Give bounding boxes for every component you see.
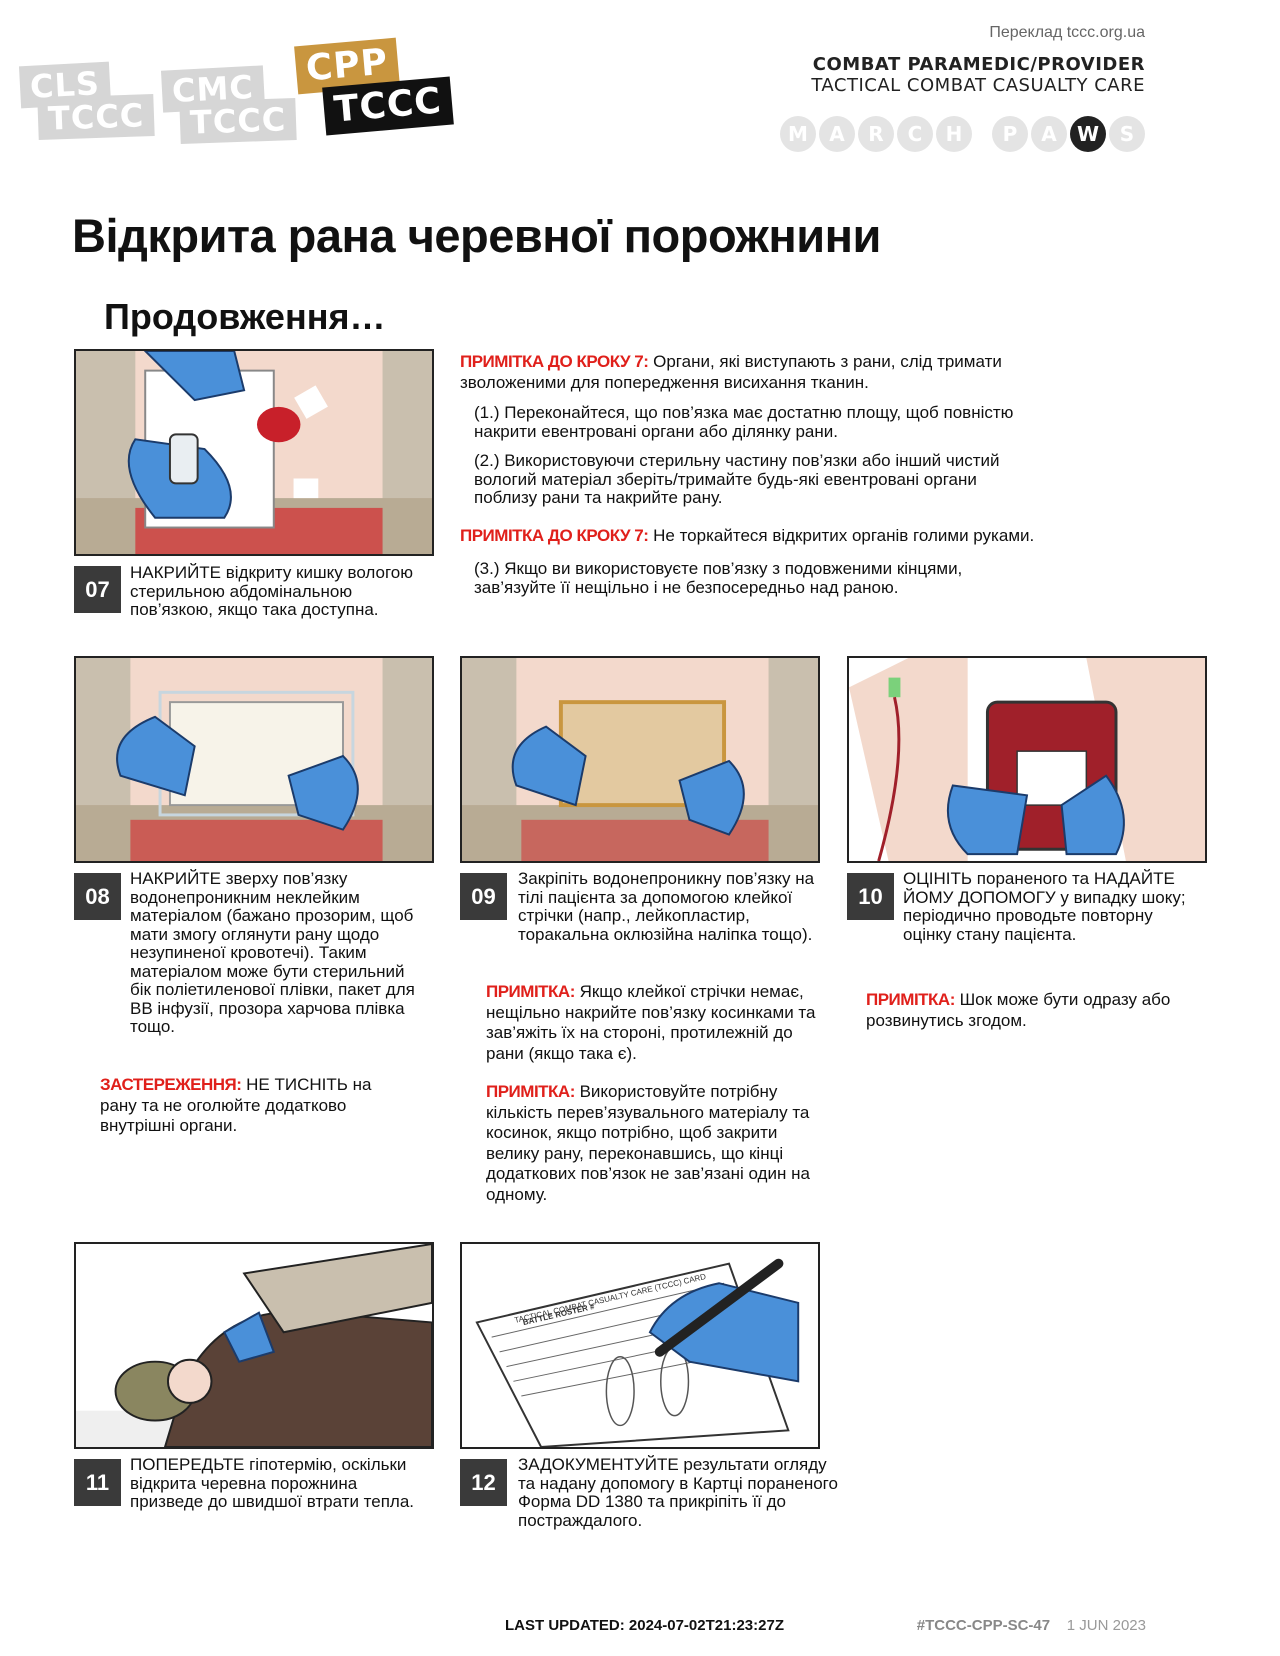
- note-label: ПРИМІТКА ДО КРОКУ 7:: [460, 526, 649, 545]
- step10-number: 10: [847, 873, 894, 920]
- last-updated: LAST UPDATED: 2024-07-02T21:23:27Z: [505, 1617, 784, 1634]
- cmc-tccc-badge: CMC TCCC: [160, 64, 302, 145]
- step12-text: ЗАДОКУМЕНТУЙТЕ результати огляду та нада…: [518, 1455, 838, 1530]
- note-label: ПРИМІТКА:: [486, 1082, 575, 1101]
- step8-text: НАКРИЙТЕ зверху пов’язку водонепроникним…: [130, 869, 415, 1036]
- step9-text: Закріпіть водонепроникну пов’язку на тіл…: [518, 869, 815, 944]
- step7-note-2: ПРИМІТКА ДО КРОКУ 7: Не торкайтеся відкр…: [460, 526, 1160, 547]
- march-h: H: [936, 116, 972, 152]
- date: 1 JUN 2023: [1066, 1617, 1146, 1634]
- step7-note-1: ПРИМІТКА ДО КРОКУ 7: Органи, які виступа…: [460, 352, 1070, 393]
- march-paws-indicator: M A R C H P A W S: [780, 116, 1145, 152]
- document-code: #TCCC-CPP-SC-47 1 JUN 2023: [917, 1617, 1146, 1634]
- warning-label: ЗАСТЕРЕЖЕННЯ:: [100, 1075, 242, 1094]
- step11-text: ПОПЕРЕДЬТЕ гіпотермію, оскільки відкрита…: [130, 1455, 415, 1511]
- note-label: ПРИМІТКА:: [486, 982, 575, 1001]
- step10-text: ОЦІНІТЬ пораненого та НАДАЙТЕ ЙОМУ ДОПОМ…: [903, 869, 1186, 944]
- note-text: Органи, які виступають з рани, слід трим…: [460, 352, 1002, 392]
- march-m: M: [780, 116, 816, 152]
- paws-w-active: W: [1070, 116, 1106, 152]
- march-a: A: [819, 116, 855, 152]
- warning-text: НЕ ТИСНІТЬ на рану та не оголюйте додатк…: [100, 1075, 372, 1135]
- step9-number: 09: [460, 873, 507, 920]
- step7-sub-3: (3.) Якщо ви використовуєте пов’язку з п…: [474, 559, 963, 597]
- step9-note-1: ПРИМІТКА: Якщо клейкої стрічки немає, не…: [486, 982, 816, 1064]
- note-text: Використовуйте потрібну кількість перев’…: [486, 1082, 810, 1204]
- note-text: Якщо клейкої стрічки немає, нещільно нак…: [486, 982, 816, 1063]
- paws-s: S: [1109, 116, 1145, 152]
- step12-illustration: TACTICAL COMBAT CASUALTY CARE (TCCC) CAR…: [460, 1242, 820, 1449]
- paws-p: P: [992, 116, 1028, 152]
- code: #TCCC-CPP-SC-47: [916, 1617, 1051, 1634]
- step8-illustration: [74, 656, 434, 863]
- march-r: R: [858, 116, 894, 152]
- step7-number: 07: [74, 566, 121, 613]
- step9-illustration: [460, 656, 820, 863]
- translation-credit: Переклад tccc.org.ua: [989, 24, 1145, 41]
- badge-bottom: TCCC: [322, 76, 454, 136]
- cpp-tccc-badge: CPP TCCC: [294, 37, 454, 142]
- step7-sub-2: (2.) Використовуючи стерильну частину по…: [474, 451, 1000, 507]
- note-label: ПРИМІТКА:: [866, 990, 955, 1009]
- step9-note-2: ПРИМІТКА: Використовуйте потрібну кількі…: [486, 1082, 826, 1205]
- step10-note: ПРИМІТКА: Шок може бути одразу або розви…: [866, 990, 1196, 1031]
- step12-number: 12: [460, 1459, 507, 1506]
- step7-illustration: [74, 349, 434, 556]
- page-subtitle: Продовження…: [104, 296, 386, 337]
- badge-bottom: TCCC: [37, 93, 155, 141]
- org-line-2: TACTICAL COMBAT CASUALTY CARE: [811, 75, 1145, 96]
- note-text: Не торкайтеся відкритих органів голими р…: [648, 526, 1035, 545]
- step8-warning: ЗАСТЕРЕЖЕННЯ: НЕ ТИСНІТЬ на рану та не о…: [100, 1075, 400, 1137]
- org-line-1: COMBAT PARAMEDIC/PROVIDER: [812, 54, 1145, 75]
- note-label: ПРИМІТКА ДО КРОКУ 7:: [460, 352, 649, 371]
- note-text: Шок може бути одразу або розвинутись зго…: [866, 990, 1171, 1030]
- cls-tccc-badge: CLS TCCC: [18, 61, 160, 142]
- step7-text: НАКРИЙТЕ відкриту кишку вологою стерильн…: [130, 563, 413, 619]
- page-title: Відкрита рана черевної порожнини: [72, 209, 881, 262]
- step7-sub-1: (1.) Переконайтеся, що пов’язка має дост…: [474, 403, 1014, 441]
- step10-illustration: [847, 656, 1207, 863]
- step11-illustration: [74, 1242, 434, 1449]
- paws-a: A: [1031, 116, 1067, 152]
- badge-bottom: TCCC: [179, 97, 297, 145]
- step8-number: 08: [74, 873, 121, 920]
- step11-number: 11: [74, 1459, 121, 1506]
- march-c: C: [897, 116, 933, 152]
